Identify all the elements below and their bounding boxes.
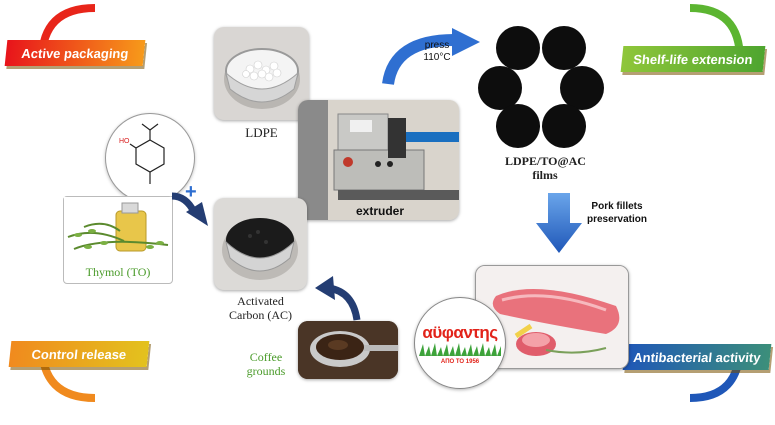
logo-text: αϋφαντης bbox=[422, 323, 498, 342]
extruder-photo bbox=[298, 100, 459, 220]
press-label: press 110°C bbox=[412, 40, 462, 64]
activated-carbon-photo bbox=[214, 198, 307, 290]
thymol-photo bbox=[64, 197, 172, 261]
films-word: films bbox=[532, 168, 558, 182]
pork-preservation-label: Pork fillets preservation bbox=[578, 200, 656, 226]
film-disc bbox=[496, 26, 540, 70]
ldpe-photo bbox=[214, 27, 309, 120]
banner-label: Active packaging bbox=[20, 45, 130, 61]
film-disc bbox=[542, 26, 586, 70]
thymol-photo-frame: Thymol (TO) bbox=[63, 196, 173, 284]
press-arrow bbox=[382, 28, 480, 86]
pork-label-line: Pork fillets bbox=[591, 201, 643, 212]
coffee-arrow bbox=[315, 276, 361, 321]
coffee-line: grounds bbox=[246, 364, 286, 378]
ldpe-label: LDPE bbox=[245, 125, 278, 140]
film-disc bbox=[542, 104, 586, 148]
coffee-line: Coffee bbox=[249, 350, 283, 364]
coffee-grounds-photo bbox=[298, 321, 398, 379]
extruder-label: extruder bbox=[355, 204, 405, 218]
coffee-label: Coffee grounds bbox=[236, 350, 296, 378]
banner-label: Control release bbox=[30, 346, 128, 362]
plus-sign: + bbox=[185, 181, 197, 203]
down-arrow bbox=[536, 193, 582, 253]
films-discs bbox=[478, 26, 604, 148]
banner-label: Antibacterial activity bbox=[632, 349, 762, 365]
ac-line: Carbon (AC) bbox=[229, 308, 292, 322]
brand-logo: αϋφαντης ΑΠΟ ΤΟ 1956 bbox=[414, 297, 506, 389]
banner-shelf-life: Shelf-life extension bbox=[620, 46, 766, 72]
pork-label-line: preservation bbox=[586, 214, 648, 225]
films-label: LDPE/TO@AC films bbox=[505, 154, 586, 182]
press-text: press bbox=[424, 40, 450, 51]
grass-icon bbox=[419, 343, 501, 356]
film-disc bbox=[560, 66, 604, 110]
ac-line: Activated bbox=[237, 294, 284, 308]
banner-control-release: Control release bbox=[8, 341, 150, 367]
molecule-oh-label: HO bbox=[119, 138, 130, 145]
films-name: LDPE/TO@AC bbox=[505, 154, 586, 168]
banner-antibacterial: Antibacterial activity bbox=[622, 344, 772, 370]
activated-carbon-label: Activated Carbon (AC) bbox=[214, 294, 307, 322]
film-disc bbox=[478, 66, 522, 110]
thymol-molecule: HO bbox=[105, 113, 195, 203]
film-disc bbox=[496, 104, 540, 148]
banner-active-packaging: Active packaging bbox=[4, 40, 146, 66]
plus-arrow bbox=[171, 192, 208, 226]
thymol-label: Thymol (TO) bbox=[85, 265, 151, 279]
press-temperature: 110°C bbox=[423, 52, 451, 63]
banner-label: Shelf-life extension bbox=[632, 51, 754, 67]
logo-subtext: ΑΠΟ ΤΟ 1956 bbox=[440, 359, 480, 365]
